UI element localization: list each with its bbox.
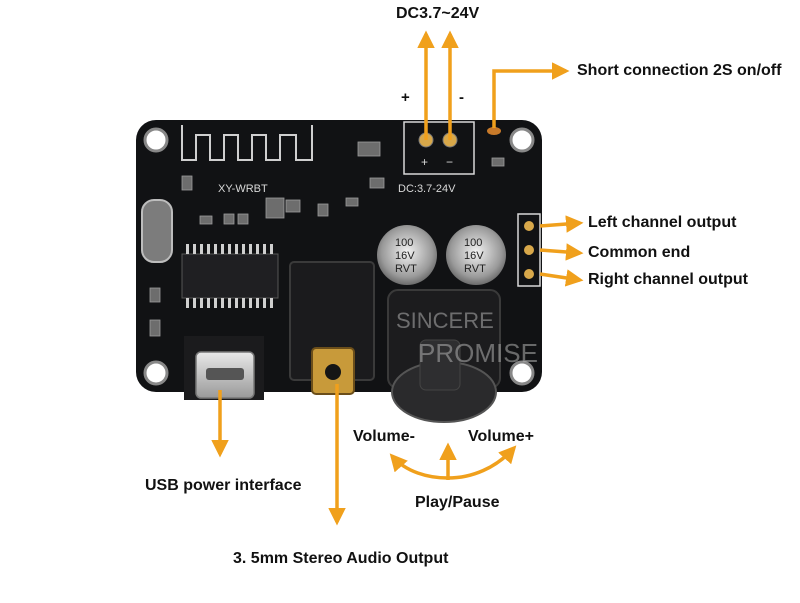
- smd-components: [149, 141, 505, 337]
- audio-jack-hole: [325, 364, 341, 380]
- svg-text:RVT: RVT: [395, 263, 417, 275]
- knob-shaft: [419, 339, 461, 391]
- play-pause-label: Play/Pause: [415, 494, 500, 511]
- plus-sign: +: [401, 89, 410, 106]
- arrow-short-connection: [492, 62, 570, 128]
- silk-minus: −: [446, 155, 453, 169]
- model-silkscreen: XY-WRBT: [218, 183, 268, 195]
- svg-text:100: 100: [464, 237, 482, 249]
- pin-left: [524, 221, 534, 231]
- silk-plus: +: [421, 155, 428, 169]
- crystal-oscillator: [141, 199, 173, 263]
- audio-output-label: 3. 5mm Stereo Audio Output: [233, 550, 449, 567]
- arrow-left-channel: [539, 215, 584, 233]
- arrow-common-end: [539, 243, 584, 261]
- right-channel-label: Right channel output: [588, 271, 748, 288]
- usb-power-label: USB power interface: [145, 477, 302, 494]
- short-connection-label: Short connection 2S on/off: [577, 62, 782, 79]
- volume-minus-label: Volume-: [353, 428, 415, 445]
- watermark-line2: PROMISE: [418, 338, 538, 368]
- watermark-line1: SINCERE: [396, 308, 494, 333]
- minus-sign: -: [459, 89, 464, 106]
- power-terminal-outline: [403, 121, 475, 175]
- antenna-trace: [181, 125, 313, 161]
- ic-pins: [186, 244, 273, 308]
- short-connection-pad: [487, 127, 501, 135]
- callout-arrows: [211, 30, 584, 526]
- mounting-holes: [143, 127, 535, 386]
- common-end-label: Common end: [588, 244, 691, 261]
- main-ic: [181, 253, 279, 299]
- pin-common: [524, 245, 534, 255]
- volume-plus-label: Volume+: [468, 428, 534, 445]
- left-channel-label: Left channel output: [588, 214, 737, 231]
- power-label: DC3.7~24V: [396, 5, 480, 22]
- capacitor-right: 100 16V RVT: [446, 225, 506, 285]
- svg-text:16V: 16V: [464, 250, 484, 262]
- voltage-silkscreen: DC:3.7-24V: [398, 183, 456, 195]
- arrow-volume-plus: [447, 445, 517, 480]
- svg-text:100: 100: [395, 237, 413, 249]
- arrow-right-channel: [539, 269, 584, 287]
- arrow-volume-minus: [389, 453, 449, 480]
- usb-port-slot: [206, 368, 244, 380]
- capacitor-left: 100 16V RVT: [377, 225, 437, 285]
- svg-text:RVT: RVT: [464, 263, 486, 275]
- svg-text:16V: 16V: [395, 250, 415, 262]
- pin-right: [524, 269, 534, 279]
